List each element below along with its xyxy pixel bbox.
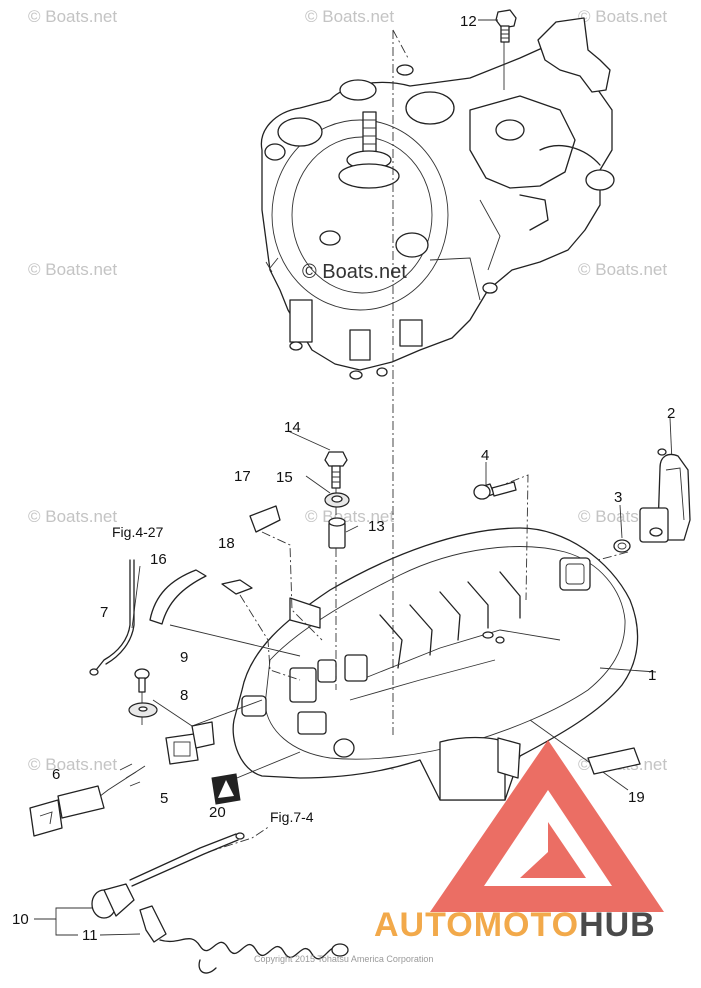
watermark: © Boats.net bbox=[28, 7, 117, 26]
callout-10: 10 bbox=[12, 911, 29, 928]
part-4-bolt bbox=[473, 481, 517, 500]
parts-10-11-lanyard bbox=[91, 832, 349, 974]
callout-connectors bbox=[34, 19, 498, 936]
callout-9: 9 bbox=[180, 649, 188, 666]
part-16-seal bbox=[149, 569, 207, 625]
copyright-text: Copyright 2015 Tohatsu America Corporati… bbox=[254, 954, 433, 964]
callout-12: 12 bbox=[460, 13, 477, 30]
bottom-cowling bbox=[232, 527, 639, 801]
part-17-grommet bbox=[249, 505, 281, 533]
callout-6: 6 bbox=[52, 766, 60, 783]
parts-13-15-fasteners bbox=[324, 451, 350, 549]
brand-wordmark: AUTOMOTOHUB bbox=[374, 906, 656, 944]
callouts: 1 2 3 4 5 6 7 8 9 10 11 12 13 14 15 16 1… bbox=[12, 13, 675, 944]
callout-8: 8 bbox=[180, 687, 188, 704]
fig-ref-7-4: Fig.7-4 bbox=[270, 809, 314, 825]
brand-logo-icon bbox=[430, 740, 664, 912]
brand-logo-inner-icon bbox=[520, 822, 586, 878]
part-6-stop-switch bbox=[29, 763, 141, 837]
callout-14: 14 bbox=[284, 419, 301, 436]
watermark-center: © Boats.net bbox=[302, 261, 407, 283]
watermark: © Boats.net bbox=[305, 7, 394, 26]
part-20-warning-label bbox=[211, 773, 241, 805]
callout-1: 1 bbox=[648, 667, 656, 684]
part-2-lever bbox=[639, 448, 691, 543]
watermark: © Boats.net bbox=[305, 507, 394, 526]
brand-part-a: AUTOMOTO bbox=[374, 906, 579, 944]
brand-part-b: HUB bbox=[579, 906, 656, 944]
watermark: © Boats.net bbox=[578, 7, 667, 26]
part-3-bushing bbox=[613, 539, 631, 553]
part-19-decal bbox=[587, 747, 641, 775]
callout-18: 18 bbox=[218, 535, 235, 552]
watermark: © Boats.net bbox=[28, 755, 117, 774]
callout-2: 2 bbox=[667, 405, 675, 422]
part-5-grommet bbox=[165, 721, 215, 765]
brand-overlay: AUTOMOTOHUB bbox=[374, 740, 664, 944]
callout-13: 13 bbox=[368, 518, 385, 535]
callout-19: 19 bbox=[628, 789, 645, 806]
part-18-clip bbox=[221, 579, 253, 595]
callout-4: 4 bbox=[481, 447, 489, 464]
callout-11: 11 bbox=[82, 927, 98, 944]
fig-ref-4-27: Fig.4-27 bbox=[112, 524, 164, 540]
callout-3: 3 bbox=[614, 489, 622, 506]
parts-8-9-screw bbox=[128, 668, 158, 718]
part-12-bolt bbox=[495, 9, 517, 43]
engine-block bbox=[260, 17, 615, 380]
watermark: © Boats.net bbox=[28, 507, 117, 526]
callout-15: 15 bbox=[276, 469, 293, 486]
callout-16: 16 bbox=[150, 551, 167, 568]
callout-7: 7 bbox=[100, 604, 108, 621]
callout-20: 20 bbox=[209, 804, 226, 821]
watermark: © Boats.net bbox=[578, 260, 667, 279]
part-7-cable bbox=[89, 559, 135, 676]
callout-17: 17 bbox=[234, 468, 251, 485]
watermark: © Boats.net bbox=[28, 260, 117, 279]
callout-5: 5 bbox=[160, 790, 168, 807]
